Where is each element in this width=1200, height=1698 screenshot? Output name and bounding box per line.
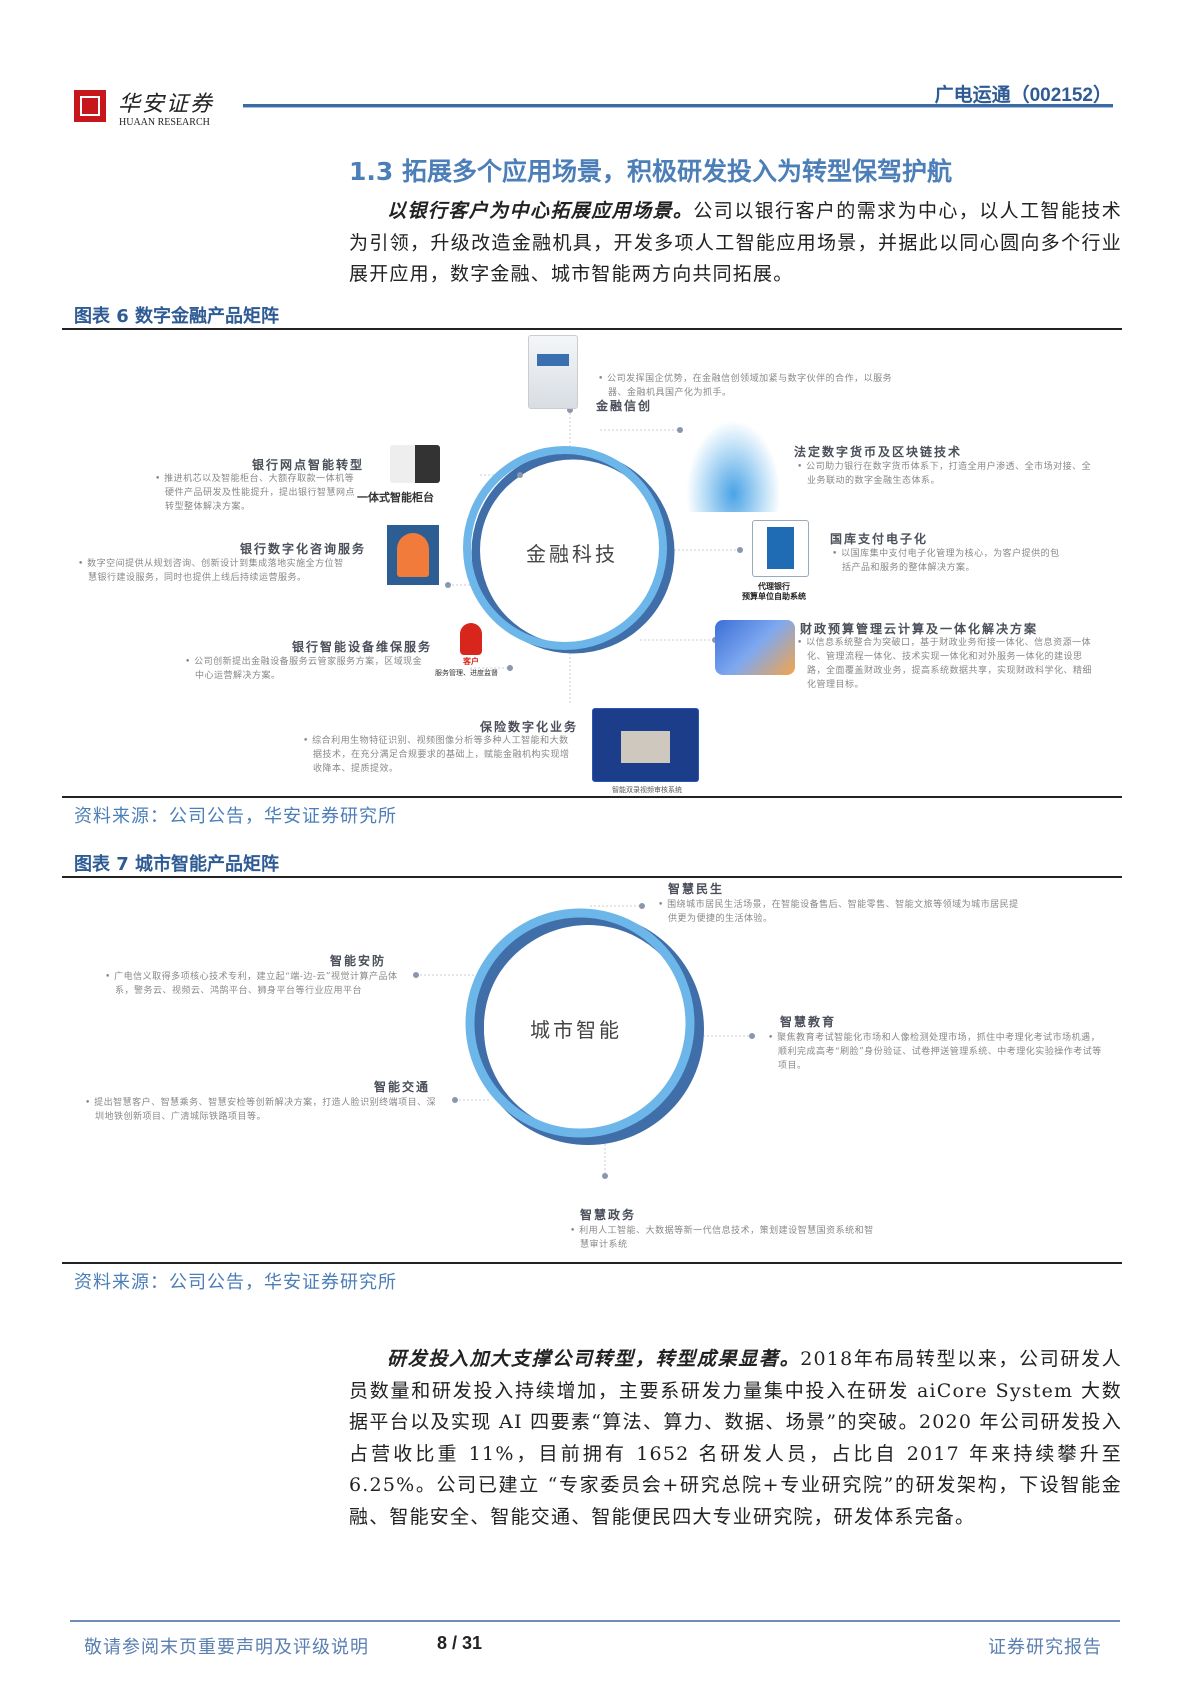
- intro-paragraph: 以银行客户为中心拓展应用场景。公司以银行客户的需求为中心，以人工智能技术为引领，…: [349, 196, 1122, 291]
- cloud-computing-image: [715, 620, 795, 675]
- insurance-video-image: [592, 708, 699, 782]
- branch-transform-title: 银行网点智能转型: [252, 458, 365, 472]
- figure7-title: 图表 7 城市智能产品矩阵: [74, 854, 280, 875]
- figure6-top-rule: [62, 328, 1122, 330]
- figure6-center-label: 金融科技: [526, 542, 618, 566]
- equipment-service-title: 银行智能设备维保服务: [292, 640, 433, 654]
- education-desc: 聚焦教育考试智能化市场和人像检测处理市场，抓住中考理化考试市场机遇，顺利完成高考…: [777, 1031, 1108, 1073]
- fiscal-budget-title: 财政预算管理云计算及一体化解决方案: [800, 622, 1039, 636]
- security-title: 智能安防: [330, 954, 387, 968]
- digital-currency-desc: 公司助力银行在数字货币体系下，打造全用户渗透、全市场对接、全业务联动的数字金融生…: [806, 460, 1097, 488]
- logo-icon: [74, 90, 106, 122]
- intro-text: 公司以银行客户的需求为中心，以人工智能技术为引领，升级改造金融机具，开发多项人工…: [349, 200, 1122, 286]
- logo-subtext: HUAAN RESEARCH: [119, 117, 210, 128]
- header-divider: [243, 104, 1113, 108]
- equipment-service-desc: 公司创新提出金融设备服务云管家服务方案，区域现金中心运营解决方案。: [194, 655, 430, 683]
- footer-disclaimer: 敬请参阅末页重要声明及评级说明: [84, 1637, 369, 1658]
- logo-text: 华安证券: [118, 92, 215, 117]
- figure6-title: 图表 6 数字金融产品矩阵: [74, 306, 280, 327]
- figure7-top-rule: [62, 876, 1122, 878]
- smart-counter-caption: 一体式智能柜台: [357, 491, 434, 504]
- insurance-desc: 综合利用生物特征识别、视频图像分析等多种人工智能和大数据技术，在充分满足合规要求…: [312, 734, 578, 776]
- rd-lead: 研发投入加大支撑公司转型，转型成果显著。: [387, 1348, 801, 1370]
- consulting-title: 银行数字化咨询服务: [240, 542, 367, 556]
- treasury-server-image: [752, 520, 809, 577]
- smart-counter-image: [390, 445, 440, 483]
- ring-light: [463, 446, 667, 650]
- customer-person-icon: [460, 623, 482, 655]
- government-title: 智慧政务: [580, 1208, 637, 1222]
- insurance-title: 保险数字化业务: [480, 720, 579, 734]
- education-title: 智慧教育: [780, 1015, 837, 1029]
- ring-dark: [472, 913, 704, 1145]
- fintech-xinchuang-desc: 公司发挥国企优势，在金融信创领域加紧与数字伙伴的合作，以服务器、金融机具国产化为…: [607, 372, 908, 400]
- treasury-payment-desc: 以国库集中支付电子化管理为核心，为客户提供的包括产品和服务的整体解决方案。: [841, 547, 1062, 575]
- figure7-bottom-rule: [62, 1262, 1122, 1264]
- fintech-xinchuang-title: 金融信创: [596, 399, 653, 413]
- fiscal-budget-desc: 以信息系统整合为突破口，基于财政业务衔接一体化、信息资源一体化、管理流程一体化、…: [806, 636, 1097, 692]
- footer-doc-type: 证券研究报告: [988, 1637, 1102, 1658]
- service-caption: 服务管理、进度监督: [435, 669, 498, 677]
- rd-paragraph: 研发投入加大支撑公司转型，转型成果显著。2018年布局转型以来，公司研发人员数量…: [349, 1344, 1122, 1534]
- figure6-diagram: [445, 407, 743, 705]
- footer-divider: [70, 1620, 1120, 1622]
- digital-currency-image: [686, 420, 781, 512]
- figure6-bottom-rule: [62, 796, 1122, 798]
- treasury-payment-title: 国库支付电子化: [830, 532, 929, 546]
- ring-light: [465, 908, 695, 1138]
- branch-transform-desc: 推进机芯以及智能柜台、大额存取款一体机等硬件产品研发及性能提升，提出银行智慧网点…: [164, 472, 355, 514]
- digital-currency-title: 法定数字货币及区块链技术: [794, 445, 963, 459]
- figure7-source: 资料来源：公司公告，华安证券研究所: [74, 1272, 397, 1293]
- section-title: 1.3 拓展多个应用场景，积极研发投入为转型保驾护航: [349, 157, 952, 186]
- consulting-desc: 数字空间提供从规划咨询、创新设计到集成落地实施全方位智慧银行建设服务，同时也提供…: [87, 557, 353, 585]
- rd-text: 2018年布局转型以来，公司研发人员数量和研发投入持续增加，主要系研发力量集中投…: [349, 1348, 1122, 1528]
- transport-title: 智能交通: [374, 1080, 431, 1094]
- figure6-source: 资料来源：公司公告，华安证券研究所: [74, 806, 397, 827]
- consulting-service-image: [387, 525, 439, 585]
- customer-caption: 客户: [463, 656, 479, 666]
- transport-desc: 提出智慧客户、智慧乘务、智慧安检等创新解决方案，打造人脸识别终端项目、深圳地铁创…: [94, 1096, 440, 1124]
- atm-image: [528, 335, 578, 409]
- livelihood-title: 智慧民生: [668, 882, 725, 896]
- security-desc: 广电信义取得多项核心技术专利，建立起“端-边-云”视觉计算产品体系，警务云、视频…: [114, 970, 405, 998]
- livelihood-desc: 围绕城市居民生活场景，在智能设备售后、智能零售、智能文旅等领域为城市居民提供更为…: [667, 898, 1023, 926]
- government-desc: 利用人工智能、大数据等新一代信息技术，策划建设智慧国资系统和智慧审计系统: [579, 1224, 880, 1252]
- figure7-center-label: 城市智能: [530, 1018, 622, 1042]
- intro-lead: 以银行客户为中心拓展应用场景。: [387, 200, 694, 222]
- treasury-caption: 代理银行 预算单位自助系统: [742, 581, 806, 601]
- report-title: 广电运通（002152）: [934, 85, 1112, 106]
- page-number: 8 / 31: [437, 1633, 483, 1653]
- figure7-diagram: [413, 903, 755, 1179]
- insurance-caption: 智能双录视频审核系统: [612, 786, 682, 794]
